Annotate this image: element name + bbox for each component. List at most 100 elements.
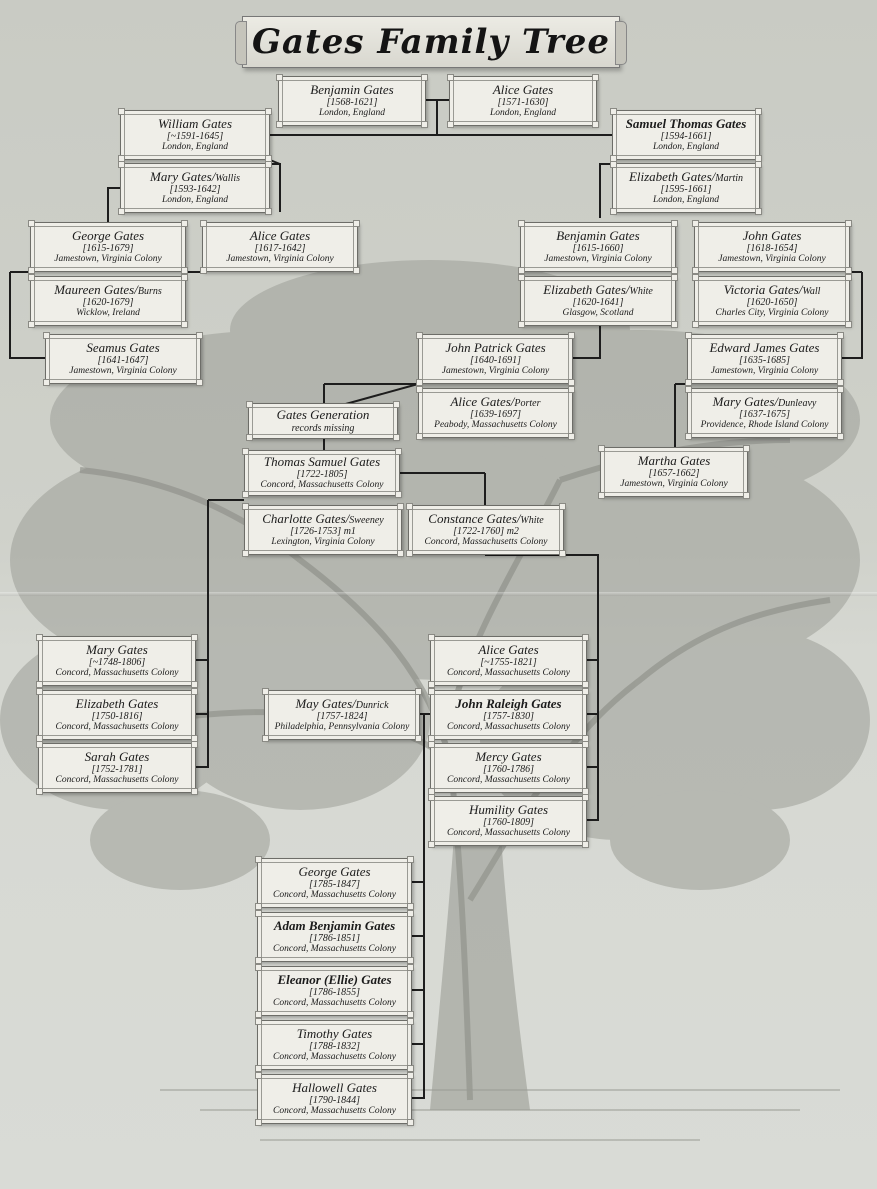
frame-corner-ornament xyxy=(255,1065,262,1072)
person-place: Concord, Massachusetts Colony xyxy=(55,775,179,786)
frame-corner-ornament xyxy=(276,74,283,81)
frame-corner-ornament xyxy=(692,321,699,328)
frame-corner-ornament xyxy=(610,161,617,168)
person-dates: records missing xyxy=(291,422,355,434)
person-dates: [1571-1630] xyxy=(497,97,549,109)
frame-corner-ornament xyxy=(242,491,249,498)
person-surname-line: John Raleigh Gates xyxy=(455,696,562,712)
person-name: Martha Gates xyxy=(638,453,711,468)
person-box-johnraleigh-1757: John Raleigh Gates[1757-1830]Concord, Ma… xyxy=(428,688,589,742)
person-surname-line: Mary Gates/ xyxy=(150,169,216,185)
person-name: Alice Gates xyxy=(250,228,310,243)
frame-corner-ornament xyxy=(191,688,198,695)
person-place: Jamestown, Virginia Colony xyxy=(718,254,826,265)
maiden-name: Wallis xyxy=(215,173,240,185)
person-dates: [1620-1641] xyxy=(572,297,624,309)
person-place: Jamestown, Virginia Colony xyxy=(710,366,819,377)
frame-corner-ornament xyxy=(755,161,762,168)
person-name: Mary Gates/Wallis xyxy=(150,169,240,185)
person-surname-line: Victoria Gates/ xyxy=(723,282,803,298)
person-name: May Gates/Dunrick xyxy=(295,696,388,712)
person-surname-line: Alice Gates/ xyxy=(450,394,515,410)
person-box-eleanor-1786: Eleanor (Ellie) Gates[1786-1855]Concord,… xyxy=(255,964,414,1018)
frame-corner-ornament xyxy=(416,386,423,393)
frame-corner-ornament xyxy=(755,108,762,115)
frame-corner-ornament xyxy=(255,1011,262,1018)
person-box-alice-1617: Alice Gates[1617-1642]Jamestown, Virgini… xyxy=(200,220,360,274)
person-dates: [1786-1851] xyxy=(308,933,361,945)
person-dates: [1568-1621] xyxy=(326,97,378,109)
frame-corner-ornament xyxy=(406,503,413,510)
frame-corner-ornament xyxy=(255,910,262,917)
frame-corner-ornament xyxy=(671,220,678,227)
frame-corner-ornament xyxy=(406,550,413,557)
frame-corner-ornament xyxy=(582,841,589,848)
frame-corner-ornament xyxy=(447,121,454,128)
frame-corner-ornament xyxy=(592,121,599,128)
person-dates: [1750-1816] xyxy=(91,711,143,723)
frame-corner-ornament xyxy=(743,492,750,499)
person-surname-line: Humility Gates xyxy=(468,802,549,818)
frame-corner-ornament xyxy=(181,220,188,227)
person-surname-line: Sarah Gates xyxy=(84,749,150,765)
frame-corner-ornament xyxy=(265,161,272,168)
frame-corner-ornament xyxy=(845,321,852,328)
frame-corner-ornament xyxy=(196,332,203,339)
frame-corner-ornament xyxy=(191,741,198,748)
person-dates: [1637-1675] xyxy=(738,409,791,421)
person-name: Eleanor (Ellie) Gates xyxy=(277,972,391,987)
frame-corner-ornament xyxy=(518,274,525,281)
frame-corner-ornament xyxy=(255,957,262,964)
frame-corner-ornament xyxy=(36,788,43,795)
frame-corner-ornament xyxy=(43,332,50,339)
person-box-edward-1635: Edward James Gates[1635-1685]Jamestown, … xyxy=(685,332,844,386)
person-name: Mercy Gates xyxy=(475,749,541,764)
person-surname-line: Elizabeth Gates xyxy=(75,696,159,712)
person-dates: [1760-1786] xyxy=(482,764,535,776)
person-box-may-1757: May Gates/Dunrick[1757-1824]Philadelphia… xyxy=(262,688,422,742)
frame-corner-ornament xyxy=(353,267,360,274)
person-dates: [1593-1642] xyxy=(169,184,221,196)
person-dates: [1641-1647] xyxy=(97,355,149,367)
frame-corner-ornament xyxy=(407,1065,414,1072)
frame-corner-ornament xyxy=(598,445,605,452)
person-name: Alice Gates xyxy=(493,82,553,97)
frame-corner-ornament xyxy=(28,274,35,281)
frame-corner-ornament xyxy=(181,267,188,274)
person-box-johnpatrick-1640: John Patrick Gates[1640-1691]Jamestown, … xyxy=(416,332,575,386)
person-surname-line: Timothy Gates xyxy=(296,1026,373,1042)
person-surname-line: John Gates xyxy=(742,228,802,244)
person-place: Jamestown, Virginia Colony xyxy=(226,254,334,265)
person-surname-line: May Gates/ xyxy=(295,696,356,712)
person-dates: [1594-1661] xyxy=(660,131,712,143)
frame-corner-ornament xyxy=(671,267,678,274)
frame-corner-ornament xyxy=(416,379,423,386)
person-name: George Gates xyxy=(72,228,144,243)
person-dates: [1757-1824] xyxy=(316,711,368,723)
frame-corner-ornament xyxy=(610,108,617,115)
person-name: Sarah Gates xyxy=(84,749,150,765)
person-place: Concord, Massachusetts Colony xyxy=(273,944,396,955)
person-box-seamus-1641: Seamus Gates[1641-1647]Jamestown, Virgin… xyxy=(43,332,203,386)
frame-corner-ornament xyxy=(743,445,750,452)
frame-corner-ornament xyxy=(255,964,262,971)
person-name: John Gates xyxy=(742,228,802,244)
person-place: Jamestown, Virginia Colony xyxy=(544,254,652,265)
maiden-name: White xyxy=(629,286,653,298)
frame-corner-ornament xyxy=(692,267,699,274)
frame-corner-ornament xyxy=(845,220,852,227)
person-box-mary-1637: Mary Gates/Dunleavy[1637-1675]Providence… xyxy=(685,386,844,440)
frame-corner-ornament xyxy=(246,434,253,441)
person-name: Thomas Samuel Gates xyxy=(264,454,380,469)
person-name: Humility Gates xyxy=(468,802,549,818)
person-place: Concord, Massachusetts Colony xyxy=(447,722,570,733)
frame-corner-ornament xyxy=(43,379,50,386)
frame-corner-ornament xyxy=(242,448,249,455)
person-box-hallowell-1790: Hallowell Gates[1790-1844]Concord, Massa… xyxy=(255,1072,414,1126)
frame-corner-ornament xyxy=(265,208,272,215)
person-dates: [1788-1832] xyxy=(308,1041,361,1053)
frame-corner-ornament xyxy=(200,220,207,227)
person-surname-line: George Gates xyxy=(298,864,371,880)
frame-corner-ornament xyxy=(518,267,525,274)
